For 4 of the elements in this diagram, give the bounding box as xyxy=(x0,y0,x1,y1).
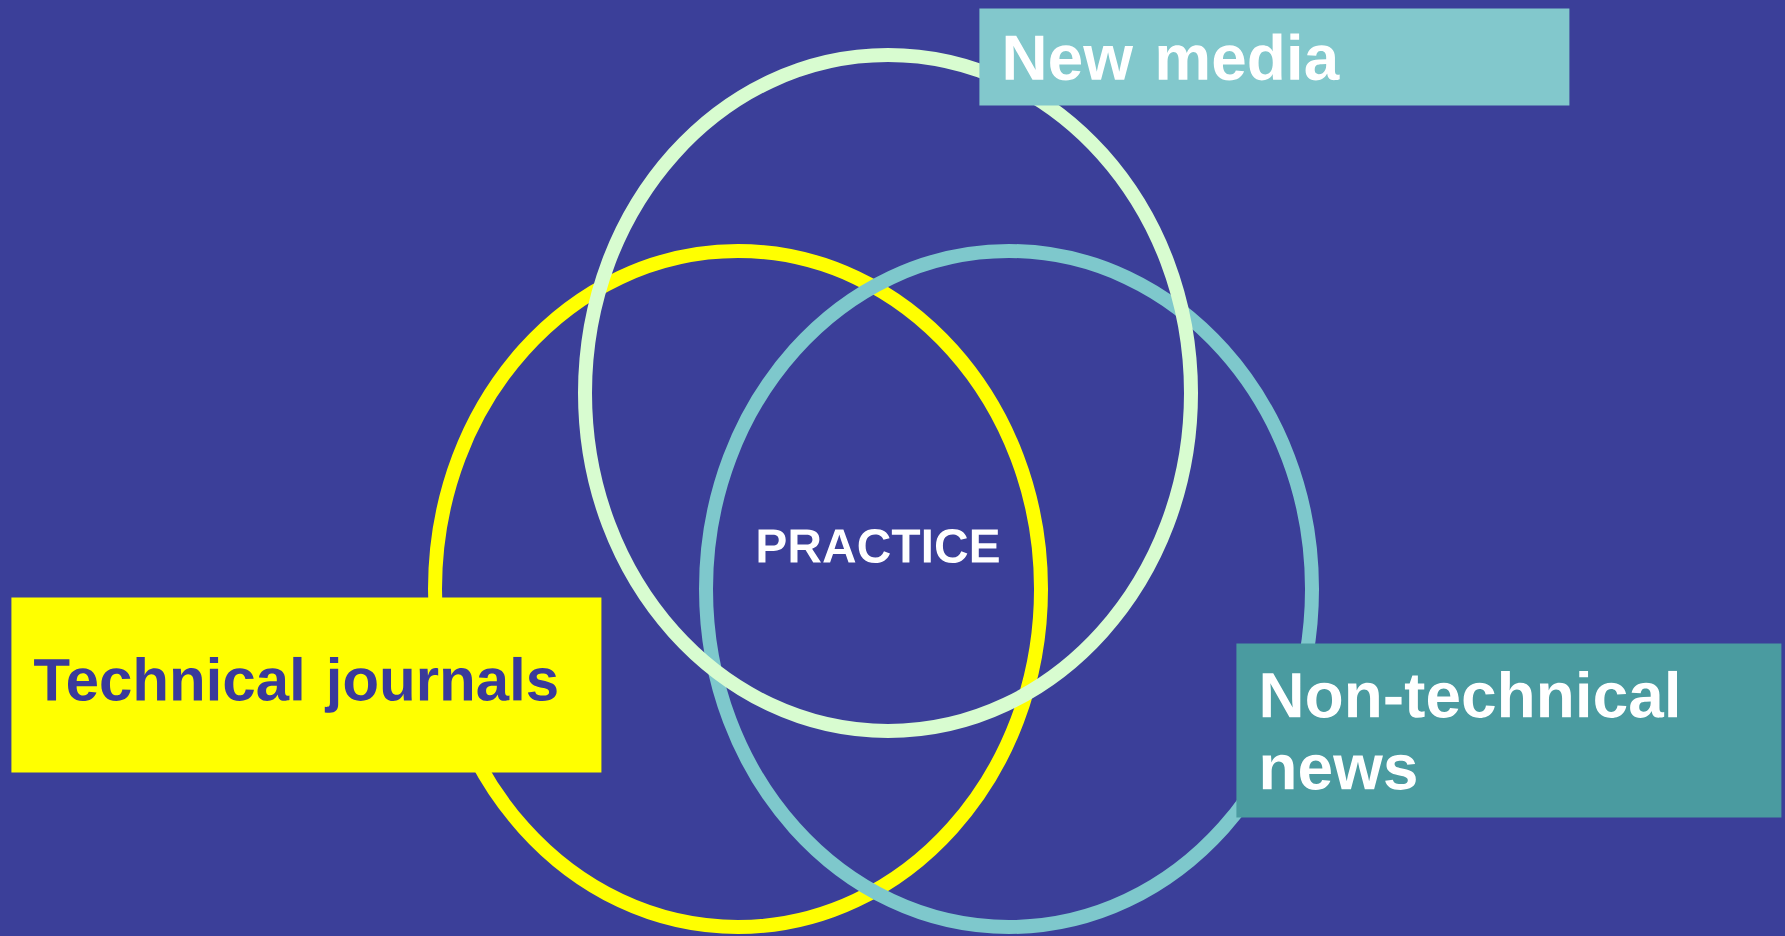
label-box: Technical journals xyxy=(11,597,602,773)
label-box: New media xyxy=(979,8,1570,106)
label-box: Non-technical news xyxy=(1236,643,1782,818)
center-label: PRACTICE xyxy=(758,529,999,563)
